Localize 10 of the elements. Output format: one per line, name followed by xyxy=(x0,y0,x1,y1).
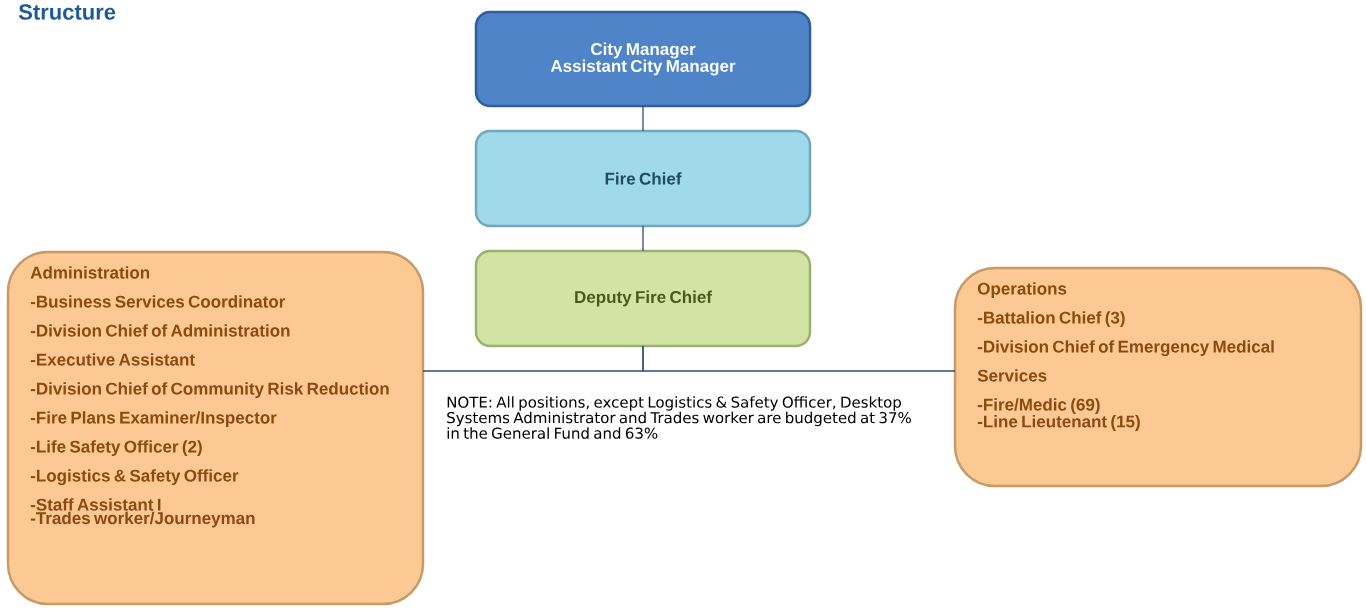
note-text: NOTE: All positions, except Logistics & Safety Officer, Desktop Systems Administrator and Trades worker are budgeted at 37% in the General Fund and 63% xyxy=(447,396,911,439)
division-box: Administration -Business Services Coordinator -Division Chief of Administration -Executive Assistant -Division Chief of Community Risk Reduction -Fire Plans Examiner/Inspector -Life Safety Officer (2) -Logistics & Safety Officer -Staff Assistant I -Trades worker/Journeyman xyxy=(6,250,425,606)
chief-box: Fire Chief xyxy=(474,129,812,228)
title: Structure xyxy=(18,4,116,20)
connector-line xyxy=(642,105,644,132)
connector-line xyxy=(642,225,644,252)
manager-box: City Manager Assistant City Manager xyxy=(474,10,812,108)
division-box: Operations -Battalion Chief (3) -Division Chief of Emergency Medical Services -Fire/Medic (69) -Line Lieutenant (15) xyxy=(953,266,1363,488)
deputy-box: Deputy Fire Chief xyxy=(474,249,812,348)
connector-line xyxy=(642,345,956,372)
